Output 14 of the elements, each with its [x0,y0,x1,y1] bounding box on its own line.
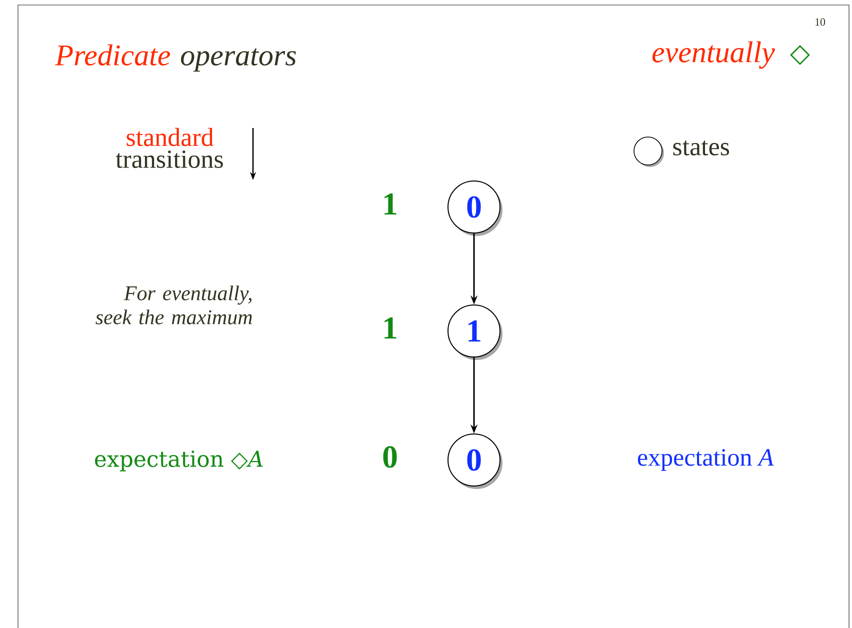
subtitle: eventually [652,41,775,69]
expectation-label: expectation ◇A [95,450,263,472]
diamond-symbol: ◇ [790,45,810,65]
title: operators [181,48,296,72]
page-number: 10 [815,18,826,26]
title: Predicate [55,44,170,66]
legend-text: standard [126,128,214,146]
legend-text: transitions [116,150,223,168]
note: For eventually, seek the maximum [96,286,252,324]
expectation-label: expectation A [638,449,774,471]
state-value: 0 [383,446,397,468]
legend-text: states [673,140,730,156]
state-value: 1 [384,193,396,215]
state-value: 1 [384,317,396,339]
